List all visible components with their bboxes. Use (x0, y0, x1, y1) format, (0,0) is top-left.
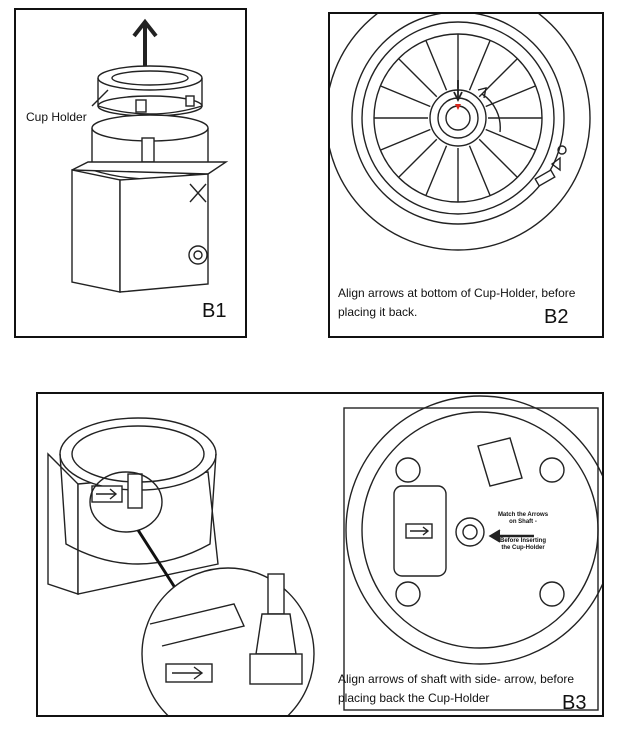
wheel-spoke (380, 85, 431, 108)
wheel-spoke (485, 85, 536, 108)
cup-holder-bottom-illustration (330, 14, 591, 251)
wheel-spoke (468, 40, 491, 91)
b3-note-line3: Before Inserting (499, 538, 546, 544)
b2-caption: Align arrows at bottom of Cup-Holder, be… (338, 284, 600, 322)
wheel-spoke (425, 145, 448, 196)
figure-label-b1: B1 (202, 300, 227, 322)
b2-caption-line2: placing it back. (338, 305, 418, 319)
cup-holder-callout: Cup Holder (26, 110, 87, 124)
power-button-icon (188, 245, 208, 265)
b3-note-line2: on Shaft - (509, 519, 537, 525)
figure-label-b3: B3 (562, 692, 587, 714)
rotate-arrow-icon (481, 93, 501, 133)
b3-note-line4: the Cup-Holder (501, 545, 545, 551)
figure-b3: Match the Arrows on Shaft - Before Inser… (36, 392, 604, 717)
wheel-spoke (398, 58, 438, 98)
wheel-spoke (398, 138, 438, 178)
red-marker-icon (455, 104, 461, 110)
wheel-spoke (468, 145, 491, 196)
b2-caption-line1: Align arrows at bottom of Cup-Holder, be… (338, 286, 576, 300)
wheel-spoke (380, 128, 431, 151)
cup-holder-removal-illustration (71, 18, 229, 293)
wheel-spoke (478, 138, 518, 178)
b3-caption-line1: Align arrows of shaft with side- arrow, … (338, 672, 575, 686)
figure-b2: Align arrows at bottom of Cup-Holder, be… (328, 12, 604, 338)
b3-caption-line2: placing back the Cup-Holder (338, 691, 490, 705)
figure-b1: Cup Holder B1 (14, 8, 247, 338)
b3-shaft-note: Match the Arrows on Shaft - Before Inser… (490, 512, 556, 552)
wheel-spoke (485, 128, 536, 151)
wheel-spoke (425, 40, 448, 91)
figure-label-b2: B2 (544, 306, 569, 328)
shaft-alignment-illustration (47, 395, 602, 715)
b3-caption: Align arrows of shaft with side- arrow, … (338, 670, 602, 708)
b3-note-line1: Match the Arrows (497, 512, 549, 518)
